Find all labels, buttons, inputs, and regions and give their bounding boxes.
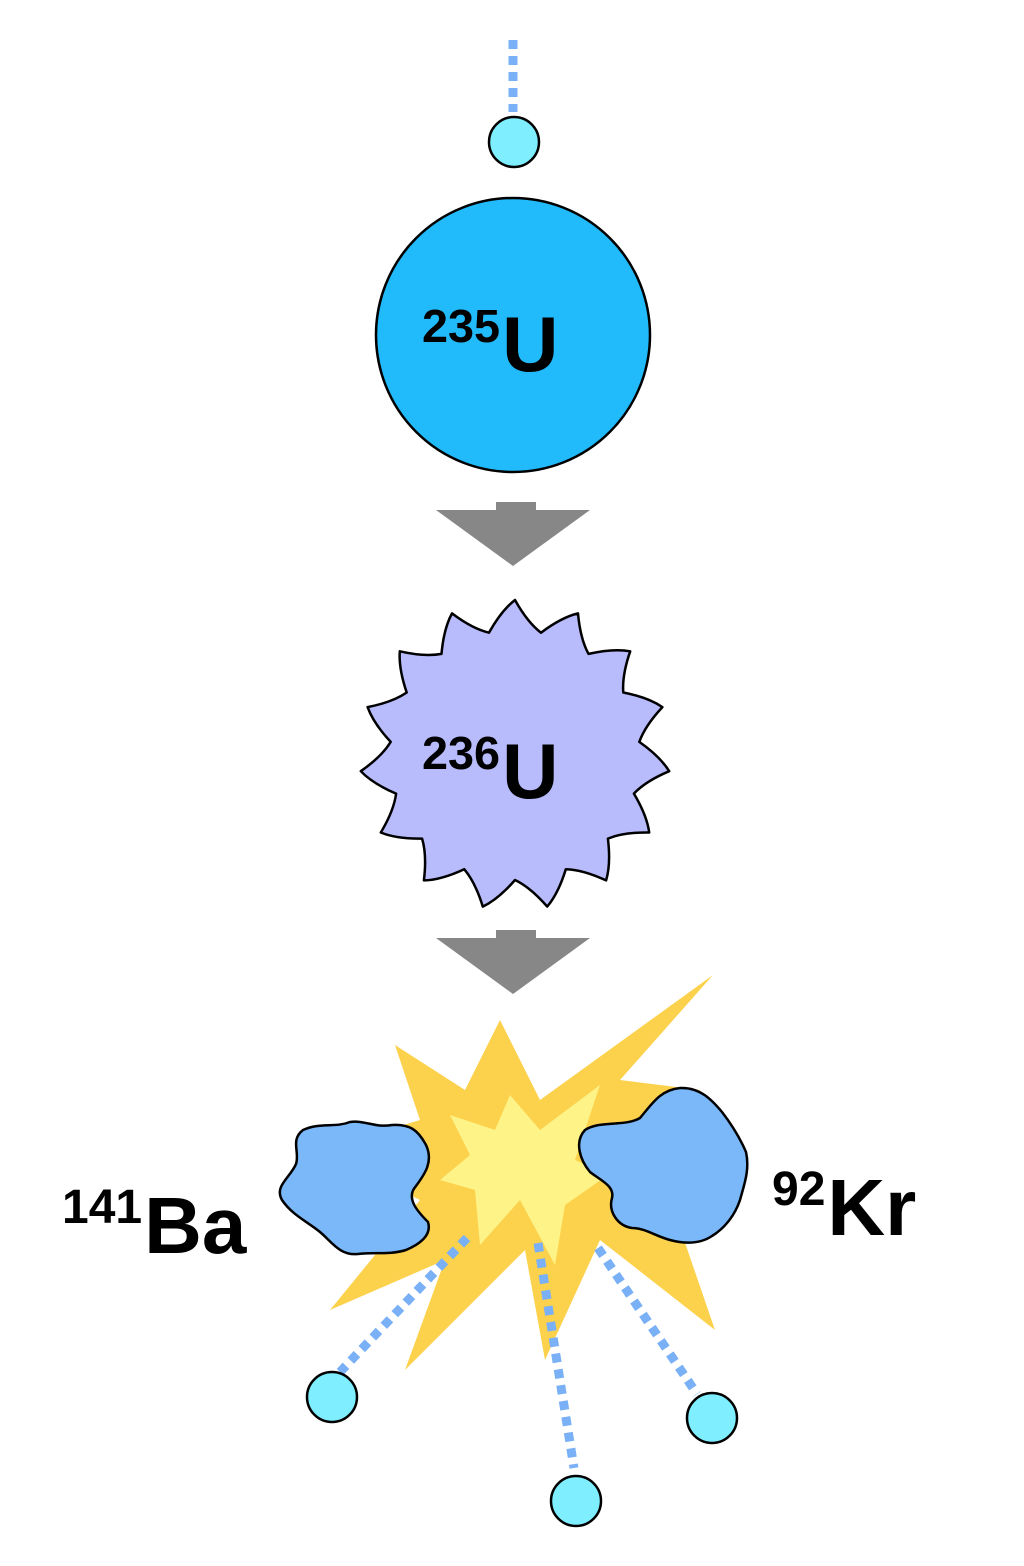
kr92-mass-number: 92	[772, 1163, 826, 1217]
u236-mass-number: 236	[422, 726, 501, 779]
u235-label: 235U	[422, 303, 558, 383]
emitted-neutron-center	[549, 1474, 603, 1528]
ba141-mass-number: 141	[62, 1181, 143, 1235]
u235-symbol: U	[502, 300, 559, 388]
incoming-neutron	[487, 115, 541, 169]
emitted-neutron-trail-right	[594, 1245, 701, 1397]
kr92-symbol: Kr	[827, 1163, 917, 1252]
u236-label: 236U	[422, 730, 558, 810]
reaction-arrow-1	[436, 502, 590, 566]
ba141-symbol: Ba	[144, 1181, 247, 1270]
emitted-neutron-trail-center	[533, 1242, 579, 1469]
u236-symbol: U	[502, 727, 559, 815]
emitted-neutron-right	[685, 1391, 739, 1445]
kr92-fragment	[577, 1086, 749, 1244]
fission-burst-inner	[440, 1085, 608, 1265]
u235-nucleus	[374, 196, 652, 474]
u236-nucleus	[359, 598, 671, 908]
kr92-label: 92Kr	[772, 1166, 916, 1248]
reaction-arrow-2	[436, 930, 590, 994]
emitted-neutron-left	[305, 1370, 359, 1424]
ba141-fragment	[278, 1120, 431, 1256]
ba141-label: 141Ba	[62, 1184, 246, 1266]
u235-mass-number: 235	[422, 299, 501, 352]
